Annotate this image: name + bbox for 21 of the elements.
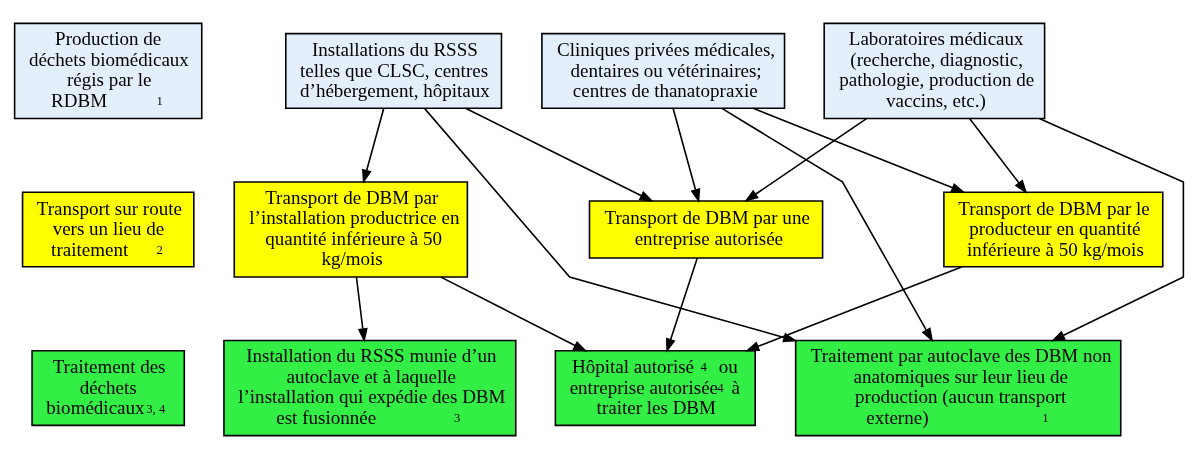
arrow bbox=[361, 107, 385, 184]
node-box: Traitement par autoclave des DBM non anatomiques sur leur lieu de production (aucun transport externe)1 bbox=[794, 339, 1122, 437]
arrow bbox=[968, 117, 1028, 194]
arrow bbox=[355, 276, 368, 343]
arrow bbox=[752, 107, 966, 193]
arrow bbox=[666, 257, 698, 353]
arrow bbox=[1038, 117, 1185, 342]
node-box: Traitement des déchets biomédicaux3, 4 bbox=[31, 350, 186, 427]
arrow bbox=[672, 107, 701, 204]
arrow bbox=[423, 107, 798, 343]
arrow bbox=[440, 276, 588, 352]
node-box: Cliniques privées médicales, dentaires ou vétérinaires; centres de thanatopraxie bbox=[541, 32, 786, 109]
arrow bbox=[744, 117, 868, 202]
node-box: Transport de DBM par le producteur en quantité inférieure à 50 kg/mois bbox=[943, 191, 1164, 268]
arrow bbox=[745, 266, 963, 352]
arrow bbox=[465, 107, 654, 202]
node-box: Transport de DBM par l’installation productrice en quantité inférieure à 50 kg/mois bbox=[233, 181, 469, 278]
node-box: Installations du RSSS telles que CLSC, centres d’hébergement, hôpitaux bbox=[285, 32, 503, 109]
node-box: Laboratoires médicaux (recherche, diagnostic, pathologie, production de vaccins, etc.) bbox=[823, 22, 1046, 120]
arrow bbox=[721, 107, 934, 343]
node-box: Transport de DBM par une entreprise autorisée bbox=[588, 200, 824, 259]
